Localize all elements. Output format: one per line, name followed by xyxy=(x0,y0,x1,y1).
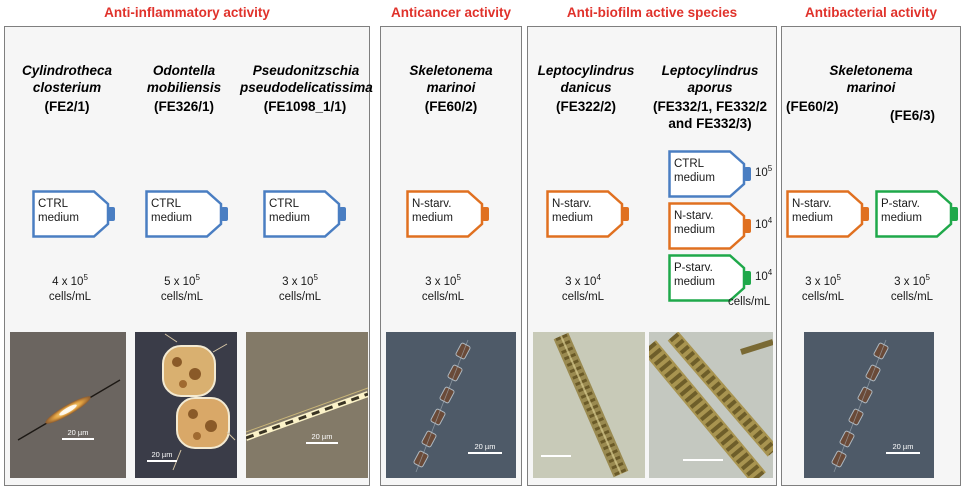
flask-nstarv-icon xyxy=(668,202,751,250)
flask-label: N-starv.medium xyxy=(674,210,715,236)
flask-nstarv-icon xyxy=(546,190,629,238)
micrograph-leptocylindrus-danicus xyxy=(533,332,645,478)
code-skeletonema-anticancer: (FE60/2) xyxy=(424,99,478,114)
code-leptocylindrus-aporus: (FE332/1, FE332/2 and FE332/3) xyxy=(652,99,768,131)
micrograph-skeletonema-anticancer: 20 µm xyxy=(386,332,516,478)
conc-aporus-unit: cells/mL xyxy=(728,296,771,308)
code-pseudonitzschia: (FE1098_1/1) xyxy=(263,99,347,114)
flask-ctrl-icon xyxy=(32,190,115,238)
code-leptocylindrus-danicus: (FE322/2) xyxy=(555,99,617,114)
conc-cylindrotheca: 4 x 105 cells/mL xyxy=(48,273,92,303)
conc-danicus: 3 x 104 cells/mL xyxy=(561,273,605,303)
flask-label: N-starv.medium xyxy=(412,198,453,224)
flask-label: P-starv.medium xyxy=(881,198,922,224)
scale-bar: 20 µm xyxy=(468,442,502,454)
micrograph-leptocylindrus-aporus xyxy=(649,332,773,478)
conc-aporus-ctrl: 105 xyxy=(755,164,773,179)
flask-label: P-starv.medium xyxy=(674,262,715,288)
title-anticancer: Anticancer activity xyxy=(390,5,512,20)
code-skeletonema-fe6: (FE6/3) xyxy=(890,108,936,123)
conc-aporus-n: 104 xyxy=(755,216,773,231)
conc-pseudonitzschia: 3 x 105 cells/mL xyxy=(278,273,322,303)
flask-pstarv-icon xyxy=(668,254,751,302)
title-anti-inflammatory: Anti-inflammatory activity xyxy=(104,5,270,20)
flask-label: N-starv.medium xyxy=(552,198,593,224)
flask-nstarv-icon xyxy=(406,190,489,238)
code-odontella: (FE326/1) xyxy=(153,99,215,114)
conc-skeletonema-bact-p: 3 x 105 cells/mL xyxy=(890,273,934,303)
flask-ctrl-icon xyxy=(263,190,346,238)
scale-bar: 20 µm xyxy=(886,442,920,454)
flask-nstarv-skeletonema: N-starv.medium xyxy=(406,190,492,238)
micrograph-pseudonitzschia: 20 µm xyxy=(246,332,368,478)
scale-bar: 20 µm xyxy=(306,432,338,444)
title-anti-biofilm: Anti-biofilm active species xyxy=(566,5,738,20)
scale-bar: 20 µm xyxy=(147,450,177,462)
code-skeletonema-fe60: (FE60/2) xyxy=(786,99,839,114)
scale-bar: 20 µm xyxy=(62,428,94,440)
scale-bar xyxy=(541,454,571,457)
conc-odontella: 5 x 105 cells/mL xyxy=(160,273,204,303)
conc-aporus-p: 104 xyxy=(755,268,773,283)
code-cylindrotheca: (FE2/1) xyxy=(44,99,90,114)
micrograph-cylindrotheca: 20 µm xyxy=(10,332,126,478)
flask-ctrl-icon xyxy=(668,150,751,198)
flask-ctrl-icon xyxy=(145,190,228,238)
conc-skeletonema-anticancer: 3 x 105 cells/mL xyxy=(421,273,465,303)
micrograph-odontella: 20 µm xyxy=(135,332,237,478)
flask-nstarv-skeletonema-bact: N-starv.medium xyxy=(786,190,872,238)
micrograph-skeletonema-antibacterial: 20 µm xyxy=(804,332,934,478)
flask-nstarv-icon xyxy=(786,190,869,238)
flask-pstarv-skeletonema-bact: P-starv.medium xyxy=(875,190,961,238)
flask-nstarv-aporus: N-starv.medium xyxy=(668,202,754,250)
flask-pstarv-icon xyxy=(875,190,958,238)
title-antibacterial: Antibacterial activity xyxy=(804,5,938,20)
flask-label: N-starv.medium xyxy=(792,198,833,224)
scale-bar xyxy=(683,458,723,461)
flask-nstarv-danicus: N-starv.medium xyxy=(546,190,632,238)
flask-pstarv-aporus: P-starv.medium xyxy=(668,254,754,302)
conc-skeletonema-bact-n: 3 x 105 cells/mL xyxy=(801,273,845,303)
